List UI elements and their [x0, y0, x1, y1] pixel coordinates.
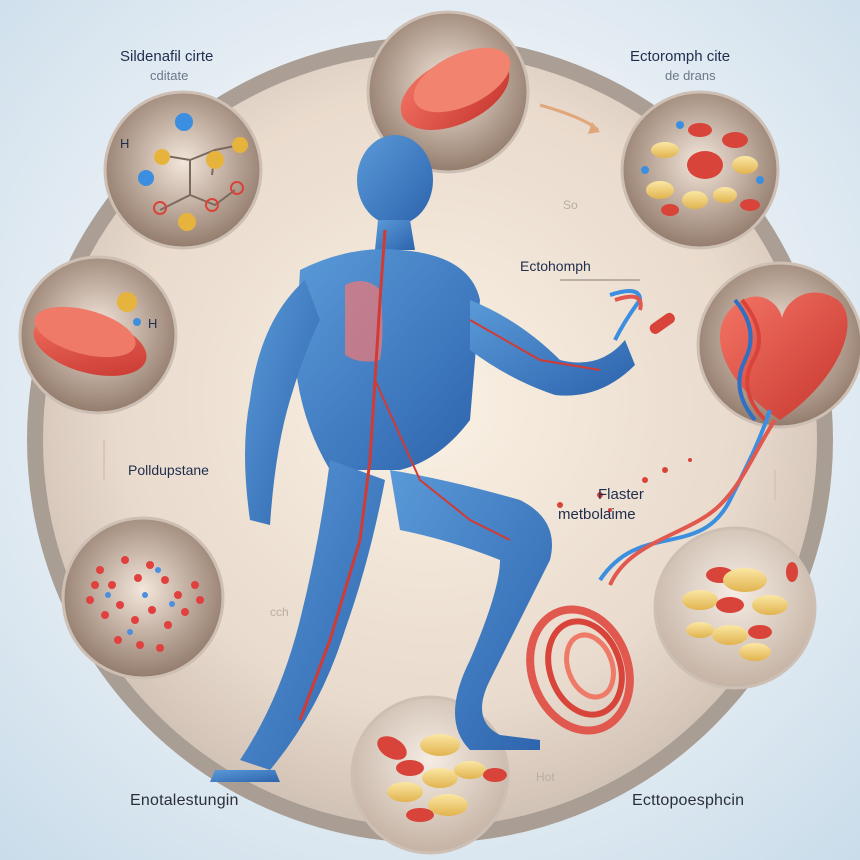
- strand-icon: [598, 289, 777, 586]
- label-metbolaime: metbolaime: [558, 506, 636, 523]
- label-flaster: Flaster: [598, 486, 644, 503]
- tablets-pile-icon: [653, 526, 817, 690]
- label-ectoromph-sub: de drans: [665, 68, 716, 83]
- label-ectoromph: Ectoromph cite: [630, 48, 731, 65]
- label-enotalestungin: Enotalestungin: [130, 792, 239, 809]
- label-ectohomph: Ectohomph: [520, 258, 591, 274]
- tablet-icon: [366, 10, 530, 174]
- capsule-icon: [649, 312, 675, 334]
- label-sildenafil: Sildenafil cirte: [120, 48, 214, 65]
- heart-icon: [696, 261, 860, 429]
- label-so: So: [563, 198, 578, 212]
- pills-mixture-icon: [620, 90, 780, 250]
- molecule-label-h-2: H: [148, 316, 158, 331]
- granules-icon: [61, 516, 225, 680]
- molecule-icon: [103, 90, 263, 250]
- label-cch: cch: [270, 605, 289, 619]
- label-hot: Hot: [536, 770, 555, 784]
- coil-icon: [526, 605, 634, 735]
- label-ecttopoesphcin: Ecttopoesphcin: [632, 792, 745, 809]
- molecule-label-h: H: [120, 136, 130, 151]
- tablet-icon: [18, 255, 178, 415]
- label-sildenafil-sub: cditate: [150, 68, 189, 83]
- label-polldupstane: Polldupstane: [128, 462, 209, 478]
- human-figure-icon: [210, 135, 635, 782]
